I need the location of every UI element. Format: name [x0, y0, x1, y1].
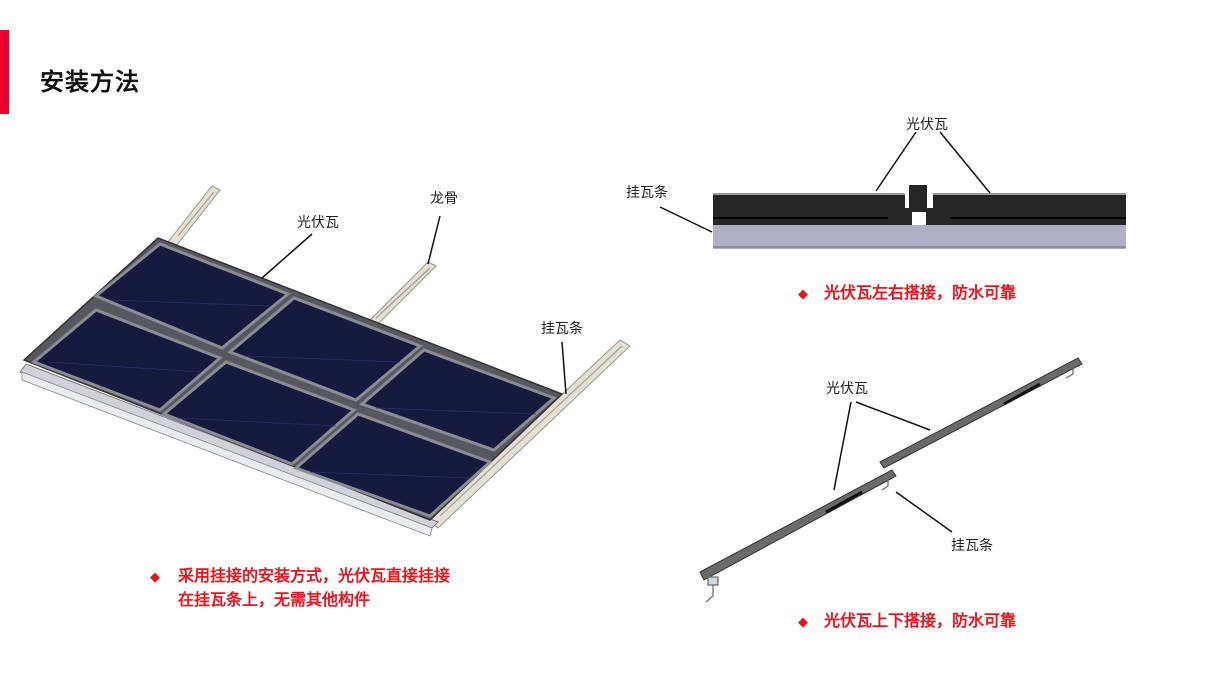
- label-pv-tile-top: 光伏瓦: [906, 117, 948, 133]
- note-side-lap: ◆ 光伏瓦左右搭接，防水可靠: [798, 282, 1016, 306]
- label-batten: 挂瓦条: [541, 321, 583, 337]
- diamond-bullet-icon: ◆: [798, 287, 808, 302]
- diamond-bullet-icon: ◆: [798, 615, 808, 630]
- accent-bar: [0, 30, 9, 114]
- page-title: 安装方法: [40, 68, 140, 96]
- note-installation-method: ◆ 采用挂接的安装方式，光伏瓦直接挂接 在挂瓦条上，无需其他构件: [150, 565, 450, 611]
- label-pv-tile: 光伏瓦: [297, 215, 339, 231]
- label-pv-tile-bottom: 光伏瓦: [826, 381, 868, 397]
- label-batten-bottom: 挂瓦条: [951, 538, 993, 554]
- label-keel: 龙骨: [430, 191, 458, 207]
- note-side-lap-text: 光伏瓦左右搭接，防水可靠: [824, 283, 1017, 302]
- note-vertical-lap: ◆ 光伏瓦上下搭接，防水可靠: [798, 610, 1016, 634]
- note-line-1: 采用挂接的安装方式，光伏瓦直接挂接: [178, 566, 451, 585]
- pv-tiles: [31, 242, 557, 518]
- note-vertical-lap-text: 光伏瓦上下搭接，防水可靠: [824, 611, 1017, 630]
- note-line-2: 在挂瓦条上，无需其他构件: [178, 590, 371, 609]
- diamond-bullet-icon: ◆: [150, 570, 160, 585]
- label-batten-top: 挂瓦条: [626, 185, 668, 201]
